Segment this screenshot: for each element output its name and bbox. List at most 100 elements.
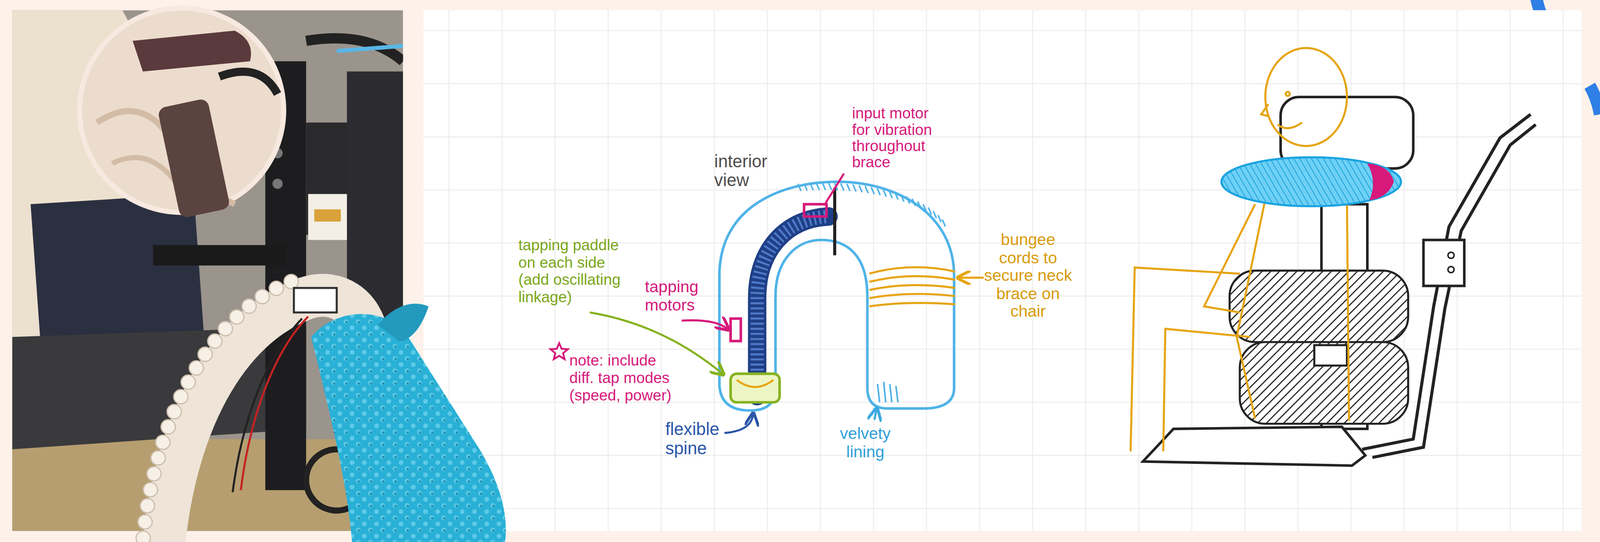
annotation-label: tapping paddle on each side (add oscilla… bbox=[518, 236, 633, 306]
spine-bead bbox=[255, 289, 270, 304]
brace-hatching bbox=[846, 183, 850, 191]
prototype-photo bbox=[311, 313, 506, 542]
brace-hatching bbox=[923, 204, 927, 212]
grid-lines bbox=[1138, 10, 1140, 531]
annotation-label: interior view bbox=[714, 153, 802, 190]
spine-bead bbox=[188, 360, 204, 375]
grid-lines bbox=[1084, 10, 1086, 531]
annotation-label-box: velvety lining bbox=[828, 424, 902, 461]
spine-bead bbox=[181, 374, 196, 390]
spine-bead bbox=[151, 450, 166, 465]
brace-hatching bbox=[840, 183, 844, 191]
brace-hatching bbox=[906, 196, 910, 204]
brace-hatching bbox=[917, 201, 921, 209]
wheelchair-sketch bbox=[1163, 328, 1250, 452]
spine-bead bbox=[269, 281, 284, 296]
brace-hatching bbox=[928, 207, 932, 215]
prototype-photo bbox=[377, 303, 429, 342]
spine-bead bbox=[198, 346, 213, 362]
spine-bead bbox=[207, 333, 223, 349]
brace-hatching bbox=[797, 183, 801, 191]
wheelchair-sketch bbox=[1130, 267, 1240, 452]
brace-hatching bbox=[895, 192, 899, 200]
wheelchair-sketch bbox=[1261, 103, 1270, 117]
brace-sketch bbox=[550, 181, 955, 411]
brace-hatching bbox=[942, 219, 946, 227]
annotation-label: tapping motors bbox=[645, 277, 717, 314]
wheelchair-sketch bbox=[1265, 48, 1347, 146]
grid-lines bbox=[978, 10, 980, 531]
spine-bead bbox=[218, 321, 233, 336]
spine-bead bbox=[146, 466, 162, 481]
wheelchair-sketch bbox=[1285, 91, 1290, 96]
prototype-photo bbox=[314, 209, 341, 222]
leader-arrow bbox=[825, 173, 844, 203]
grid-lines bbox=[423, 507, 1582, 509]
grid-lines bbox=[423, 189, 1582, 191]
wheelchair-sketch bbox=[1277, 122, 1302, 129]
brace-hatching bbox=[810, 182, 814, 190]
note-star bbox=[550, 343, 568, 360]
wheelchair-sketch bbox=[1448, 251, 1455, 258]
brace-hatching bbox=[852, 184, 856, 192]
annotation-label-box: bungee cords to secure neck brace on cha… bbox=[979, 230, 1077, 321]
brace-hatching bbox=[912, 198, 916, 206]
grid-lines bbox=[423, 30, 1582, 31]
bungee-cord bbox=[869, 267, 955, 306]
velvety-lining bbox=[877, 381, 899, 402]
spine-bead bbox=[284, 274, 299, 289]
wheelchair-sketch bbox=[1130, 48, 1350, 452]
flexible-spine bbox=[757, 216, 829, 396]
wheelchair-sketch bbox=[1130, 48, 1536, 466]
wheelchair-sketch bbox=[1221, 157, 1401, 207]
annotation-label-box: input motor for vibration throughout bra… bbox=[851, 105, 939, 171]
brace-hatching bbox=[937, 214, 941, 222]
spine-bead bbox=[140, 498, 155, 513]
grid-lines bbox=[660, 10, 662, 531]
wheelchair-sketch bbox=[1204, 204, 1256, 313]
grid-lines bbox=[501, 10, 503, 531]
tapping-motor bbox=[730, 318, 741, 341]
prototype-photo bbox=[308, 193, 347, 240]
annotation-label: input motor for vibration throughout bra… bbox=[851, 105, 939, 171]
tapping-paddle bbox=[730, 373, 780, 402]
prototype-photo bbox=[219, 71, 278, 94]
prototype-photo bbox=[157, 97, 231, 219]
brace-hatching bbox=[865, 185, 869, 193]
prototype-photo bbox=[12, 8, 506, 542]
wheelchair-sketch bbox=[1423, 239, 1465, 286]
grid-lines bbox=[1509, 10, 1511, 531]
annotation-label-box: note: include diff. tap modes (speed, po… bbox=[569, 352, 680, 405]
motor-shaft bbox=[833, 187, 837, 255]
prototype-photo bbox=[336, 45, 404, 52]
brace-hatching bbox=[933, 210, 937, 218]
spine-bead bbox=[136, 274, 299, 542]
prototype-photo bbox=[30, 193, 204, 347]
bungee-cord bbox=[869, 302, 955, 307]
grid-lines bbox=[423, 348, 1582, 350]
brace-hatching bbox=[816, 182, 820, 190]
flexible-spine bbox=[757, 216, 829, 396]
leader-arrow bbox=[874, 409, 877, 420]
prototype-photo bbox=[153, 244, 286, 266]
prototype-photo bbox=[305, 38, 403, 62]
tapping-paddle bbox=[736, 379, 774, 387]
spine-bead bbox=[136, 530, 151, 542]
prototype-photo bbox=[272, 178, 283, 189]
spine-bead bbox=[229, 309, 244, 324]
sketch-panel bbox=[423, 10, 1582, 531]
brace-hatching bbox=[803, 183, 807, 191]
prototype-photo bbox=[142, 277, 303, 542]
annotation-label-box: flexible spine bbox=[665, 420, 733, 459]
bungee-cord bbox=[869, 284, 955, 290]
spine-bead bbox=[241, 298, 257, 314]
annotation-label: bungee cords to secure neck brace on cha… bbox=[979, 230, 1077, 321]
wheelchair-sketch bbox=[1448, 266, 1455, 273]
velvety-lining bbox=[877, 381, 899, 402]
grid-lines bbox=[1403, 10, 1405, 531]
grid-lines bbox=[820, 10, 821, 531]
corner-swoosh bbox=[1589, 85, 1600, 114]
prototype-photo bbox=[132, 30, 251, 72]
